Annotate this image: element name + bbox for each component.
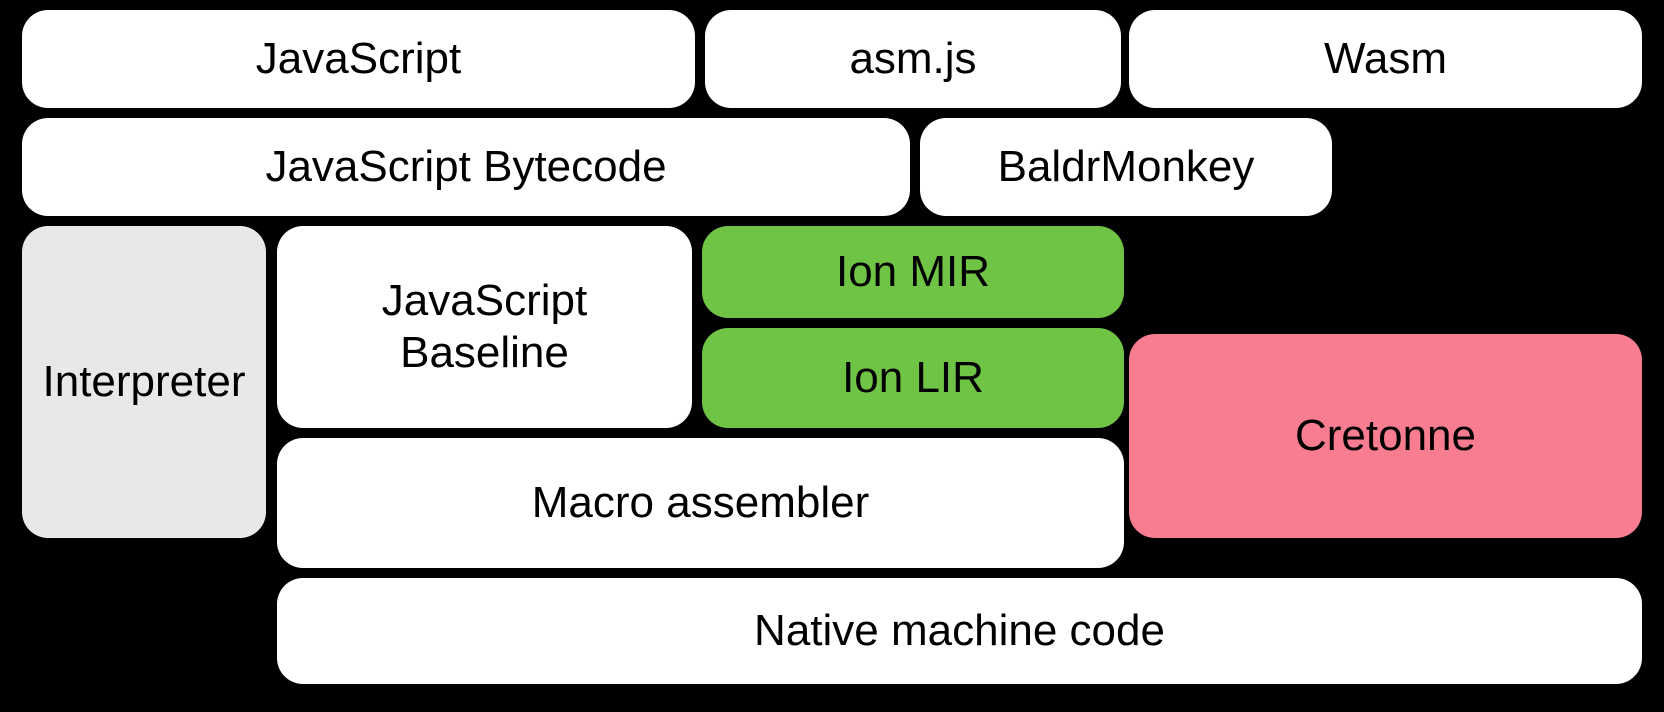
block-cretonne: Cretonne bbox=[1129, 334, 1642, 538]
block-macro-assembler: Macro assembler bbox=[277, 438, 1124, 568]
block-baldrmonkey: BaldrMonkey bbox=[920, 118, 1332, 216]
block-javascript: JavaScript bbox=[22, 10, 695, 108]
block-asm-js: asm.js bbox=[705, 10, 1121, 108]
block-interpreter: Interpreter bbox=[22, 226, 266, 538]
block-wasm: Wasm bbox=[1129, 10, 1642, 108]
block-javascript-baseline: JavaScript Baseline bbox=[277, 226, 692, 428]
block-javascript-bytecode: JavaScript Bytecode bbox=[22, 118, 910, 216]
block-ion-lir: Ion LIR bbox=[702, 328, 1124, 428]
block-ion-mir: Ion MIR bbox=[702, 226, 1124, 318]
block-native-machine-code: Native machine code bbox=[277, 578, 1642, 684]
